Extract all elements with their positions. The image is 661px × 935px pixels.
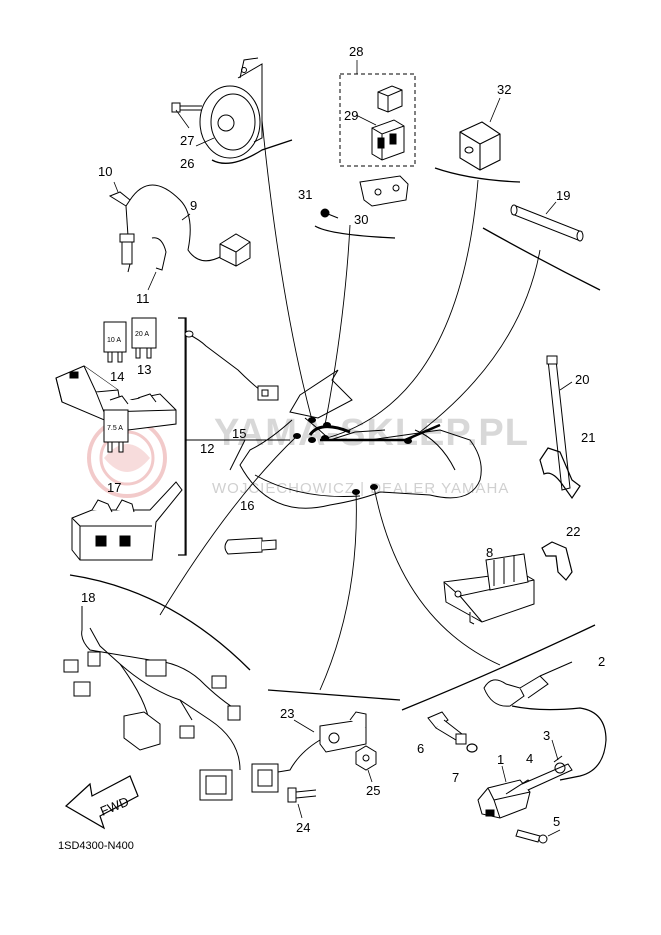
callout-6: 6 (417, 741, 424, 756)
callout-2: 2 (598, 654, 605, 669)
horn (199, 57, 263, 159)
fuse-13-label: 20 A (135, 331, 149, 338)
callout-13: 13 (137, 362, 151, 377)
callout-8: 8 (486, 545, 493, 560)
callout-31: 31 (298, 187, 312, 202)
leader-lines (159, 119, 541, 691)
callout-19: 19 (556, 188, 570, 203)
rectifier-8 (443, 553, 535, 625)
fuse-14-label: 10 A (107, 337, 121, 344)
bulb-16 (224, 537, 277, 555)
lead-15 (184, 330, 279, 401)
cable-tie-20 (546, 355, 571, 491)
callout-9: 9 (190, 198, 197, 213)
relay-box-dashed (339, 60, 416, 167)
watermark-sub-text: WOJCIECHOWICZ | DEALER YAMAHA (212, 480, 509, 497)
plug-cap-2 (483, 661, 573, 707)
bolt-24 (287, 787, 317, 803)
relay-bracket (359, 175, 409, 207)
callout-22: 22 (566, 524, 580, 539)
temp-sensor-6 (427, 711, 467, 745)
callout-4: 4 (526, 751, 533, 766)
screw-31 (320, 208, 339, 219)
callout-30: 30 (354, 212, 368, 227)
callout-16: 16 (240, 498, 254, 513)
callout-25: 25 (366, 783, 380, 798)
callout-28: 28 (349, 44, 363, 59)
callout-11: 11 (136, 291, 150, 306)
callout-29: 29 (344, 108, 358, 123)
connector-32 (459, 121, 501, 171)
relay (371, 85, 405, 161)
callout-20: 20 (575, 372, 589, 387)
callout-10: 10 (98, 164, 112, 179)
callout-14: 14 (110, 369, 124, 384)
group-brackets (69, 139, 601, 711)
callout-21: 21 (581, 430, 595, 445)
callout-27: 27 (180, 133, 194, 148)
fuse-7-5a (103, 409, 129, 453)
sensor-23 (251, 711, 367, 793)
callout-labels: 1 2 3 4 5 6 7 8 9 10 11 12 13 14 15 16 1… (81, 44, 605, 835)
coil-lead (511, 705, 607, 781)
clamp-21 (539, 447, 581, 500)
screw-5 (515, 829, 548, 844)
callout-1: 1 (497, 752, 504, 767)
fuse-20a (131, 317, 157, 359)
callout-32: 32 (497, 82, 511, 97)
callout-26: 26 (180, 156, 194, 171)
sub-harness-connectors (63, 651, 241, 801)
washer-7 (466, 743, 478, 753)
sensor-assembly (108, 184, 251, 273)
fuse-10a (103, 321, 127, 363)
fwd-arrow (64, 775, 139, 830)
callout-7: 7 (452, 770, 459, 785)
ignition-coil-1 (477, 763, 573, 819)
fuse-17-label: 7.5 A (107, 425, 123, 432)
callout-18: 18 (81, 590, 95, 605)
protector-tube-19 (510, 204, 584, 242)
horn-bolt (171, 102, 202, 113)
callout-15: 15 (232, 426, 246, 441)
clamp-22 (541, 541, 573, 581)
callout-5: 5 (553, 814, 560, 829)
callout-12: 12 (200, 441, 214, 456)
callout-24: 24 (296, 820, 310, 835)
callout-17: 17 (107, 480, 121, 495)
diagram-code: 1SD4300-N400 (58, 840, 134, 852)
fuse-holder (71, 481, 183, 561)
nut-25 (355, 745, 377, 771)
callout-23: 23 (280, 706, 294, 721)
callout-3: 3 (543, 728, 550, 743)
